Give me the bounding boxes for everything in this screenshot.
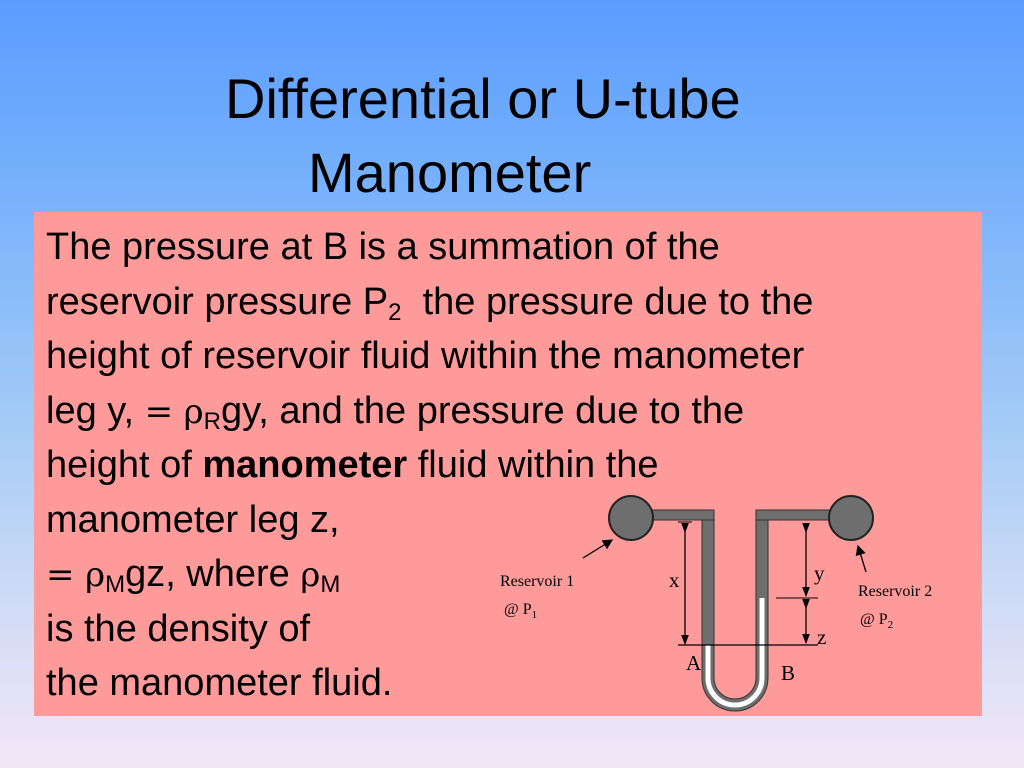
text-panel: [34, 212, 982, 716]
reservoir-2-label: Reservoir 2: [858, 583, 932, 600]
body-line-5-post: fluid within the: [407, 444, 659, 486]
body-line-5: height of manometer fluid within the: [46, 438, 813, 493]
point-a-label: A: [686, 651, 702, 675]
reservoir-2-subscript: 2: [888, 619, 894, 631]
rho-r-subscript: R: [203, 407, 221, 435]
equals-symbol-2: =: [46, 555, 75, 595]
reservoir-2-pointer-arrow: [855, 544, 867, 573]
reservoir-1-circle: [608, 495, 654, 541]
equals-symbol: =: [144, 391, 174, 432]
body-line-4-pre: leg y,: [46, 389, 145, 432]
body-line-2-sub: 2: [388, 298, 402, 326]
dimension-y-label: y: [814, 561, 825, 585]
body-line-2-post: the pressure due to the: [401, 280, 814, 323]
rho-symbol: ρ: [183, 391, 204, 432]
body-line-3: height of reservoir fluid within the man…: [46, 335, 805, 377]
rho-m-subscript-2: M: [320, 571, 341, 598]
body-line-1: The pressure at B is a summation of the: [46, 226, 720, 268]
body-line-4: leg y, = ρRgy, and the pressure due to t…: [46, 384, 813, 439]
left-connector-tube: [649, 509, 715, 521]
u-tube-inner-bore: [705, 515, 765, 708]
u-tube-outer-wall: [702, 515, 768, 711]
title-line-1: Differential or U-tube: [225, 67, 741, 130]
dimension-x-label: x: [669, 568, 680, 592]
body-line-5-pre: height of: [46, 444, 203, 486]
u-tube-diagram: Reservoir 1 @ P1 Reservoir 2 @ P2 x y z …: [500, 495, 932, 712]
reservoir-1-label: Reservoir 1: [500, 573, 574, 590]
reservoir-2-circle: [828, 495, 874, 541]
dimension-z-label: z: [817, 625, 826, 649]
body-line-9: the manometer fluid.: [46, 662, 393, 704]
manometer-bold: manometer: [202, 444, 408, 486]
body-line-4-post: gy, and the pressure due to the: [220, 389, 745, 432]
body-line-7-mid: gz, where: [125, 553, 301, 595]
u-tube-outline-outer: [701, 515, 769, 712]
rho-symbol-2: ρ: [85, 555, 106, 595]
body-line-8: is the density of: [46, 607, 311, 650]
point-b-label: B: [781, 661, 795, 685]
title-line-2: Manometer: [308, 141, 592, 204]
reservoir-1-subscript: 1: [532, 609, 538, 621]
body-line-7: = ρMgz, where ρM: [46, 547, 813, 602]
reservoir-2-at: @ P: [860, 611, 888, 628]
rho-symbol-3: ρ: [300, 555, 321, 595]
u-tube-outline-inner: [713, 515, 757, 700]
reservoir-1-at: @ P: [504, 601, 532, 618]
reservoir-1-pointer-arrow: [582, 539, 614, 559]
slide-title: Differential or U-tube Manometer: [0, 62, 1024, 210]
reservoir-1-pressure-label: @ P1: [504, 601, 537, 621]
body-line-2: reservoir pressure P2 the pressure due t…: [46, 275, 813, 330]
body-text: The pressure at B is a summation of the …: [46, 220, 813, 711]
body-line-2-pre: reservoir pressure P: [46, 280, 389, 323]
rho-m-subscript: M: [105, 571, 126, 598]
body-line-6: manometer leg z,: [46, 498, 340, 541]
reservoir-2-pressure-label: @ P2: [860, 611, 893, 631]
right-connector-tube: [755, 509, 835, 521]
